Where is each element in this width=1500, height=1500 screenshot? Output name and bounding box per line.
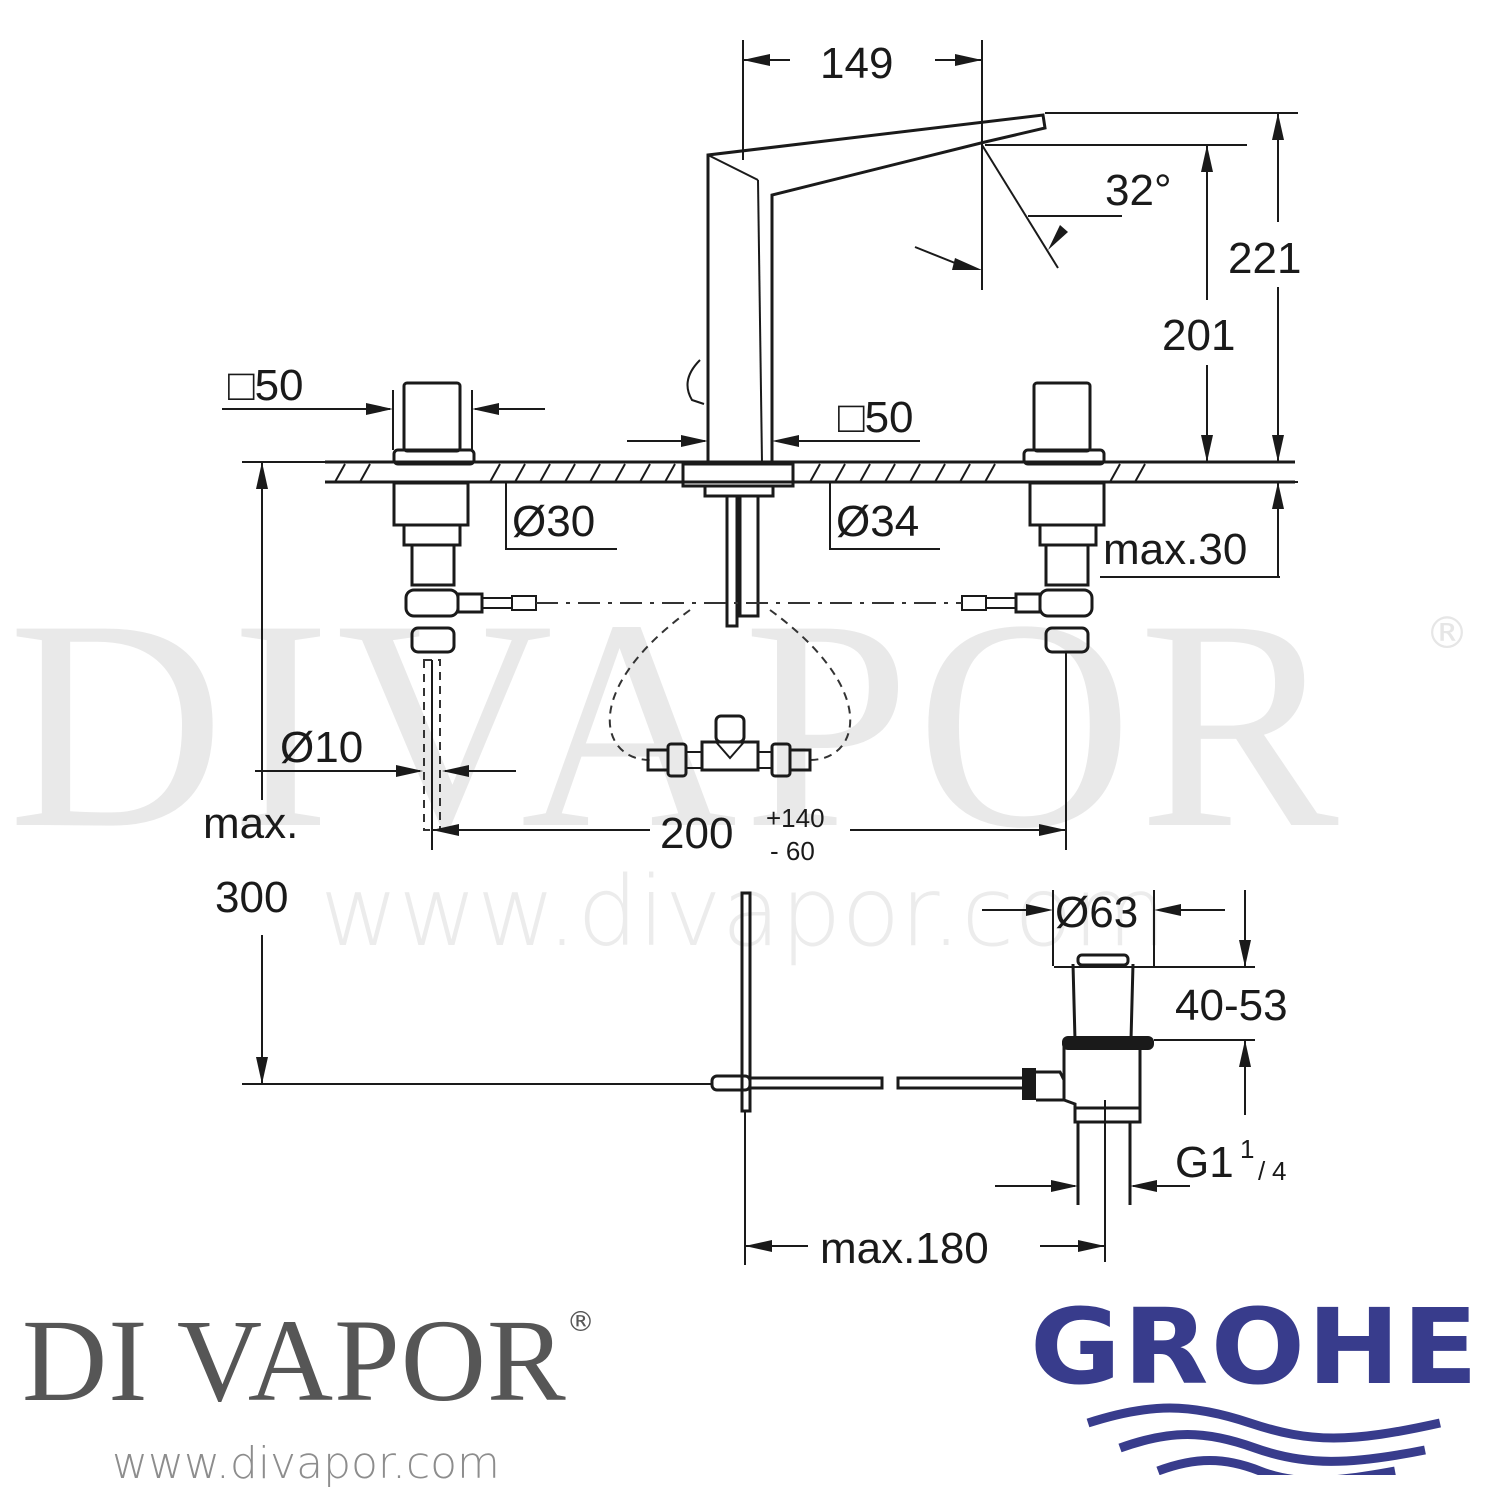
- watermark: DIVAPOR ® www.divapor.com: [8, 558, 1469, 968]
- divapor-registered-mark: ®: [566, 1305, 596, 1338]
- dim-waste-thread-slash: /: [1258, 1156, 1266, 1186]
- dim-waste-thread: G1: [1175, 1138, 1234, 1187]
- dim-waste-thread-den: 4: [1272, 1156, 1286, 1186]
- dim-hole-center-diameter: Ø34: [836, 497, 919, 546]
- dim-pop-up-max-reach: max.180: [820, 1224, 989, 1273]
- dim-hole-left-diameter: Ø30: [512, 497, 595, 546]
- divapor-url: www.divapor.com: [112, 1438, 500, 1489]
- t-connector: [536, 603, 962, 776]
- watermark-big-text: DIVAPOR: [8, 558, 1345, 890]
- dim-handle-spacing-plus: +140: [766, 803, 825, 833]
- dim-max-pipe-length: 300: [215, 873, 288, 922]
- dim-max-deck-thickness: max.30: [1103, 525, 1247, 574]
- right-handle: [962, 383, 1104, 850]
- dim-outlet-height: 201: [1162, 311, 1235, 360]
- left-handle: [394, 383, 536, 830]
- grohe-logo: GROHE: [1030, 1295, 1480, 1475]
- dim-spout-base-square: □50: [838, 393, 914, 442]
- grohe-waves-icon: [1088, 1408, 1440, 1475]
- dimension-lines: [222, 40, 1298, 1265]
- dim-handle-square: □50: [228, 361, 304, 410]
- dim-waste-diameter: Ø63: [1055, 888, 1138, 937]
- grohe-logo-text: GROHE: [1030, 1295, 1480, 1408]
- dim-total-height: 221: [1228, 234, 1301, 283]
- dim-spout-reach: 149: [820, 39, 893, 88]
- divapor-logo: DI VAPOR®: [22, 1302, 596, 1420]
- dim-waste-thread-num: 1: [1240, 1134, 1254, 1164]
- spout: [683, 115, 1045, 626]
- dim-waste-height-range: 40-53: [1175, 981, 1288, 1030]
- dim-spout-angle: 32°: [1105, 166, 1172, 215]
- dimension-labels: 149 32° 221 201 □50 □50 Ø30 Ø34 max.30 Ø…: [203, 39, 1301, 1273]
- dim-max-label: max.: [203, 799, 298, 848]
- divapor-logo-text: DI VAPOR: [22, 1295, 567, 1426]
- dim-supply-pipe-diameter: Ø10: [280, 723, 363, 772]
- dim-handle-spacing-minus: - 60: [770, 836, 815, 866]
- watermark-registered-mark: ®: [1425, 608, 1469, 659]
- dim-handle-spacing: 200: [660, 809, 733, 858]
